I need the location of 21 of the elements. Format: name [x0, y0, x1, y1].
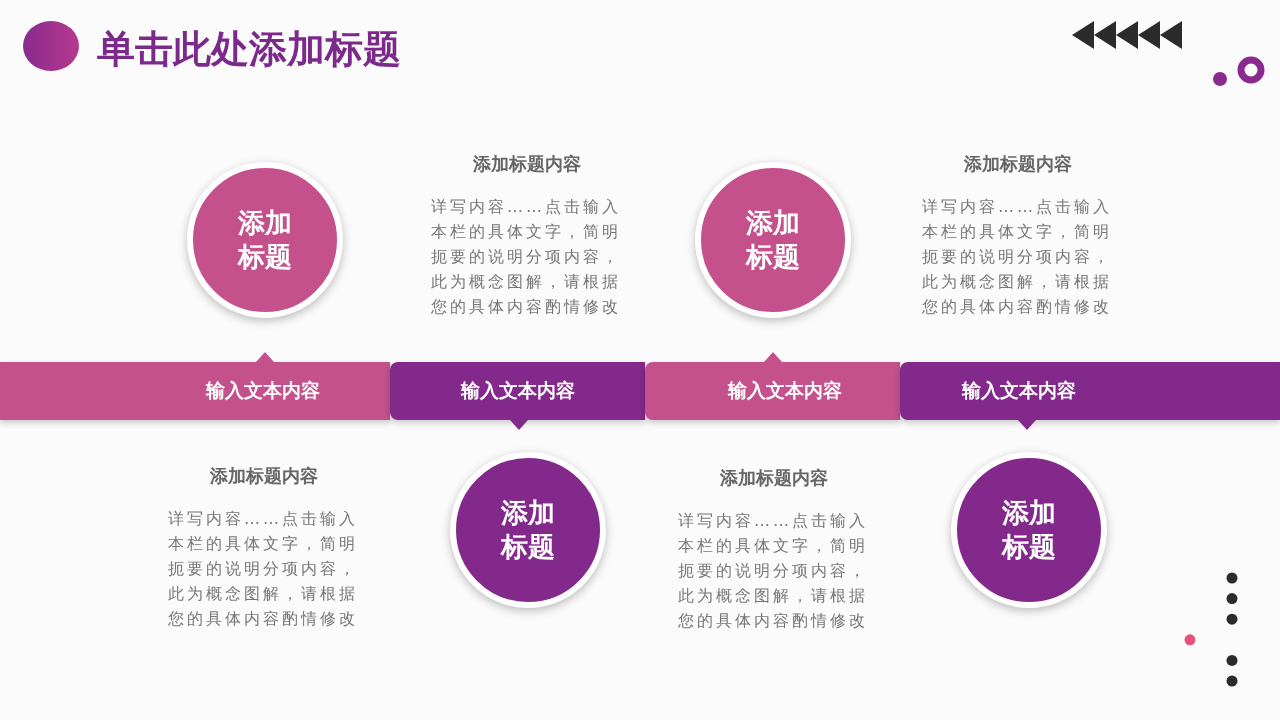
band-text: 输入文本内容	[962, 378, 1076, 403]
section-heading: 添加标题内容	[719, 466, 829, 490]
section-heading: 添加标题内容	[209, 464, 319, 488]
slide-title: 单击此处添加标题	[97, 26, 401, 73]
band-text: 输入文本内容	[460, 378, 575, 403]
section-heading: 添加标题内容	[472, 152, 582, 176]
description-paragraph: 详写内容……点击输入本栏的具体文字，简明扼要的说明分项内容，此为概念图解，请根据您的具体内容酌情修改	[168, 508, 359, 630]
badge-text: 添加标题	[236, 206, 293, 274]
band-text: 输入文本内容	[206, 378, 320, 403]
circle-badge	[187, 162, 343, 318]
section-heading: 添加标题内容	[963, 152, 1073, 176]
circle-badge	[951, 452, 1107, 608]
band-text: 输入文本内容	[727, 378, 842, 403]
description-paragraph: 详写内容……点击输入本栏的具体文字，简明扼要的说明分项内容，此为概念图解，请根据您的具体内容酌情修改	[922, 196, 1113, 318]
description-paragraph: 详写内容……点击输入本栏的具体文字，简明扼要的说明分项内容，此为概念图解，请根据您的具体内容酌情修改	[678, 510, 869, 632]
description-paragraph: 详写内容……点击输入本栏的具体文字，简明扼要的说明分项内容，此为概念图解，请根据您的具体内容酌情修改	[431, 196, 622, 318]
circle-badge	[695, 162, 851, 318]
circle-badge	[450, 452, 606, 608]
badge-text: 添加标题	[499, 496, 556, 564]
badge-text: 添加标题	[744, 206, 801, 274]
badge-text: 添加标题	[1000, 496, 1057, 564]
